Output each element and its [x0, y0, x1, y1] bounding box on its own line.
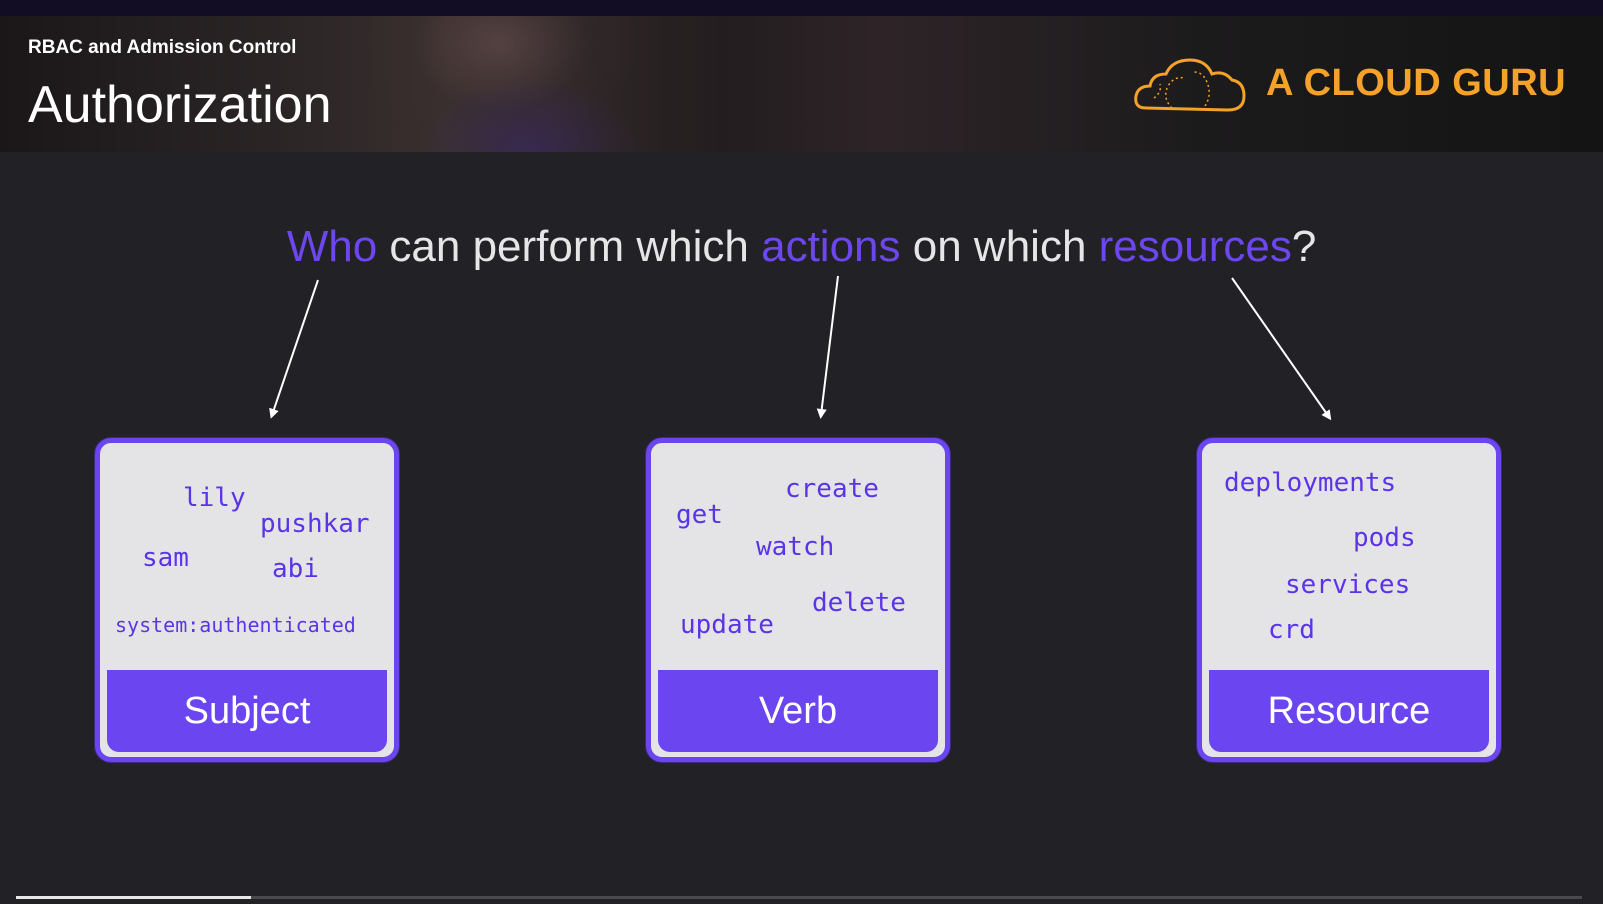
- resource-label: Resource: [1209, 670, 1489, 752]
- question-who: Who: [286, 222, 378, 271]
- question-part2: on which: [900, 222, 1099, 271]
- arrow-who-to-subject: [269, 279, 319, 419]
- arrow-resources-to-resource: [1231, 277, 1332, 421]
- video-progress-bar[interactable]: [16, 896, 1582, 899]
- verb-card: create get watch delete update Verb: [646, 438, 950, 762]
- brand-name: A CLOUD GURU: [1266, 62, 1567, 104]
- verb-term: update: [680, 610, 774, 640]
- subject-term: sam: [142, 543, 189, 573]
- slide-title: Authorization: [28, 76, 332, 134]
- verb-term: get: [676, 500, 723, 530]
- cloud-logo-icon: [1134, 58, 1246, 112]
- resource-card: deployments pods services crd Resource: [1197, 438, 1501, 762]
- video-progress-fill: [16, 896, 251, 899]
- verb-label: Verb: [658, 670, 938, 752]
- subject-term: lily: [183, 483, 246, 513]
- arrow-actions-to-verb: [816, 275, 839, 419]
- subject-term: system:authenticated: [115, 613, 356, 637]
- subject-term: pushkar: [260, 509, 370, 539]
- course-title: RBAC and Admission Control: [28, 37, 297, 58]
- resource-term: crd: [1268, 615, 1315, 645]
- question-actions: actions: [761, 222, 901, 271]
- resource-term: services: [1285, 570, 1411, 600]
- subject-term: abi: [272, 554, 319, 584]
- subject-card: lily pushkar sam abi system:authenticate…: [95, 438, 399, 762]
- question-resources: resources: [1098, 222, 1292, 271]
- presenter-background-shirt: [420, 76, 640, 152]
- resource-term: deployments: [1224, 468, 1397, 498]
- slide-header: [0, 16, 1603, 152]
- verb-term: watch: [756, 532, 835, 562]
- subject-label: Subject: [107, 670, 387, 752]
- brand-logo: A CLOUD GURU: [1132, 52, 1566, 118]
- resource-term: pods: [1353, 523, 1416, 553]
- question-end: ?: [1291, 222, 1317, 271]
- question-part1: can perform which: [377, 222, 762, 271]
- verb-term: create: [785, 474, 879, 504]
- verb-term: delete: [812, 588, 906, 618]
- question-text: Who can perform which actions on which r…: [0, 222, 1603, 272]
- top-strip: [0, 0, 1603, 16]
